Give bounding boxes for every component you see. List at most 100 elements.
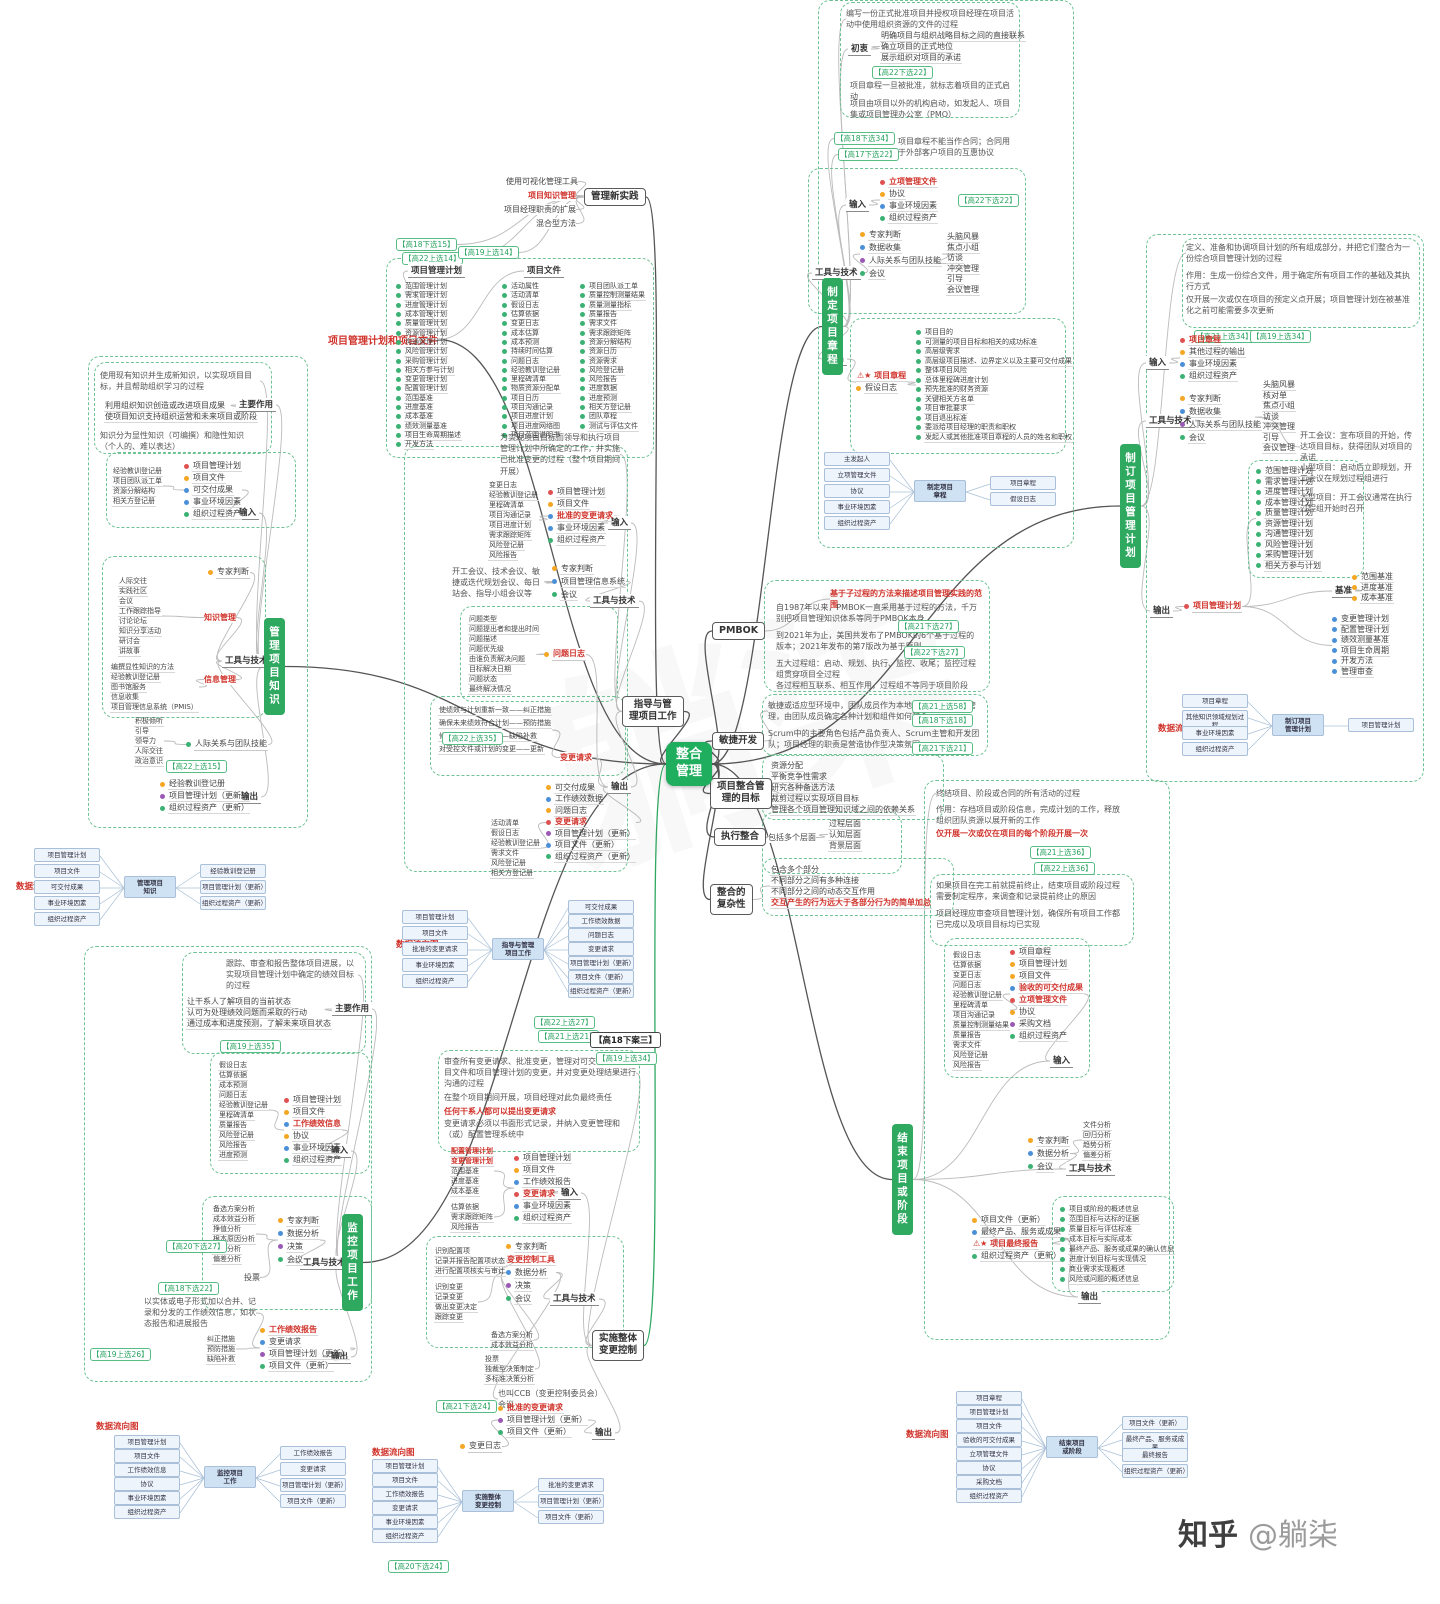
bullet-icon: [1256, 531, 1261, 537]
node-dr-out[interactable]: 输出: [608, 780, 632, 794]
node-cl-tt[interactable]: 工具与技术: [1066, 1162, 1115, 1176]
node-b-goal[interactable]: 项目整合管 理的目标: [710, 778, 772, 809]
node-ch-in[interactable]: 输入: [846, 198, 870, 212]
node-b-charter[interactable]: 制定项目章程: [822, 278, 843, 375]
list-item: 对受控文件或计划的变更——更新: [438, 743, 552, 756]
node-mo-role[interactable]: 主要作用: [332, 1002, 373, 1016]
list-item-label: 回归分析: [1082, 1130, 1112, 1141]
node-b-direct[interactable]: 指导与管 理项目工作: [622, 696, 684, 727]
node-b-close[interactable]: 结束项目或阶段: [892, 1124, 913, 1235]
list-item-label: 质量管理计划: [404, 319, 448, 330]
list-item: 可交付成果: [184, 484, 242, 496]
node-dr-tt[interactable]: 工具与技术: [590, 594, 639, 608]
node-mo-in[interactable]: 输入: [328, 1144, 352, 1158]
node-b-new[interactable]: 管理新实践: [584, 188, 646, 207]
node-pl-in[interactable]: 输入: [1146, 356, 1170, 370]
node-mo-out[interactable]: 输出: [328, 1350, 352, 1364]
node-ic-tag3[interactable]: 【高18下案三】: [590, 1032, 661, 1048]
node-ic-tag1[interactable]: 【高22上选27】: [534, 1016, 595, 1029]
node-ic-tag2[interactable]: 【高21上选21】: [538, 1030, 599, 1043]
node-dr-issue[interactable]: 问题日志: [544, 648, 586, 661]
node-b-agile[interactable]: 敏捷开发: [712, 732, 765, 751]
node-kn-tag1[interactable]: 【高22上选15】: [166, 760, 227, 773]
node-new-tag3[interactable]: 【高19上选14】: [458, 246, 519, 259]
node-pl-out[interactable]: 输出: [1150, 604, 1174, 618]
node-ic-tt[interactable]: 工具与技术: [550, 1292, 599, 1306]
list-item-label: 资源管理计划: [1264, 518, 1314, 530]
node-root[interactable]: 整合 管理: [666, 742, 713, 786]
node-dr-cr[interactable]: 变更请求: [560, 752, 592, 763]
list-item-label: 项目团队派工单: [112, 476, 163, 487]
node-b-exec[interactable]: 执行整合: [714, 828, 767, 847]
list-item: 独裁型决策制定: [484, 1364, 535, 1375]
node-kn-tt[interactable]: 工具与技术: [222, 654, 271, 668]
node-b-complex[interactable]: 整合的 复杂性: [710, 884, 753, 915]
bullet-icon: [1256, 468, 1261, 474]
node-b-plan[interactable]: 制订项目管理计划: [1120, 444, 1141, 568]
node-kn-in[interactable]: 输入: [236, 506, 260, 520]
list-item: 问题优先级: [468, 644, 540, 655]
node-ag-tag2[interactable]: 【高18下选18】: [912, 714, 973, 727]
node-mo-tag4[interactable]: 【高20下选27】: [166, 1240, 227, 1253]
node-new-4[interactable]: 混合型方法: [536, 218, 576, 229]
list-item-label: 引导: [1262, 432, 1280, 444]
node-ag-tag1[interactable]: 【高21上选58】: [912, 700, 973, 713]
node-tbl-h1[interactable]: 项目管理计划: [408, 264, 466, 278]
node-ch-tag4[interactable]: 【高22下选22】: [958, 194, 1019, 207]
node-new-2[interactable]: 项目知识管理: [528, 190, 576, 201]
node-pl-tag1[interactable]: 【高21上选34】: [1194, 330, 1255, 343]
node-mo-tag3[interactable]: 【高19上选26】: [90, 1348, 151, 1361]
list-item-label: 高层级项目描述、边界定义以及主要可交付成果: [924, 356, 1073, 367]
node-ch-tag3[interactable]: 【高17下选22】: [838, 148, 899, 161]
node-pm-tag2[interactable]: 【高22下选27】: [904, 646, 965, 659]
node-new-3[interactable]: 项目经理职责的扩展: [504, 204, 576, 215]
node-mo-vote[interactable]: 投票: [244, 1272, 260, 1283]
node-ic-changelog[interactable]: 变更日志: [460, 1440, 502, 1453]
node-tbl-h2[interactable]: 项目文件: [524, 264, 565, 278]
node-mo-tag2[interactable]: 【高18下选22】: [158, 1282, 219, 1295]
node-dr-in[interactable]: 输入: [608, 516, 632, 530]
list-item-label: 问题状态: [468, 674, 498, 685]
node-kn-tt2[interactable]: 知识管理: [204, 612, 236, 623]
node-pl-tag2[interactable]: 【高19上选34】: [1250, 330, 1311, 343]
node-ic-tag4[interactable]: 【高19上选34】: [596, 1052, 657, 1065]
node-b-monitor[interactable]: 监控项目工作: [342, 1214, 363, 1311]
node-ic-out[interactable]: 输出: [592, 1426, 616, 1440]
node-kn-tt3[interactable]: 信息管理: [204, 674, 236, 685]
list-item: 质量报告: [952, 1030, 1010, 1041]
node-cl-tag1[interactable]: 【高21上选36】: [1030, 846, 1091, 859]
node-dr-tag1[interactable]: 【高22上选35】: [442, 732, 503, 745]
node-kn-tt4[interactable]: 人际关系与团队技能: [186, 738, 268, 751]
node-mo-tt[interactable]: 工具与技术: [300, 1256, 349, 1270]
node-b-change[interactable]: 实施整体 变更控制: [592, 1330, 645, 1361]
node-kn-role[interactable]: 主要作用: [236, 398, 277, 412]
node-ch-role[interactable]: 初衷: [848, 42, 872, 56]
list-item: 配置管理计划: [1332, 625, 1390, 636]
list-item-label: 问题日志: [554, 805, 588, 817]
node-ic-in[interactable]: 输入: [558, 1186, 582, 1200]
list-item-label: 趋势分析: [1082, 1140, 1112, 1151]
node-b-pmbok[interactable]: PMBOK: [712, 622, 766, 641]
node-cl-in[interactable]: 输入: [1050, 1054, 1074, 1068]
list-item-label: 质量管理计划: [1264, 508, 1314, 520]
node-mo-tag1[interactable]: 【高19上选35】: [220, 1040, 281, 1053]
node-pl-base[interactable]: 基准: [1332, 584, 1356, 598]
node-ic-tag5[interactable]: 【高21下选24】: [436, 1400, 497, 1413]
node-pl-outmain[interactable]: 项目管理计划: [1184, 600, 1242, 613]
node-cl-out[interactable]: 输出: [1078, 1290, 1102, 1304]
node-cl-tag2[interactable]: 【高22上选36】: [1034, 862, 1095, 875]
node-kn-tt1[interactable]: 专家判断: [208, 566, 250, 579]
node-ex-t[interactable]: 包括多个层面: [768, 832, 816, 843]
node-ch-tag1[interactable]: 【高22下选22】: [872, 66, 933, 79]
node-new-tag1[interactable]: 【高18下选15】: [396, 238, 457, 251]
node-ch-tag2[interactable]: 【高18下选34】: [834, 132, 895, 145]
node-b-knowledge[interactable]: 管理项目知识: [264, 618, 285, 715]
node-kn-out[interactable]: 输出: [238, 790, 262, 804]
node-new-1[interactable]: 使用可视化管理工具: [506, 176, 578, 187]
list-item: 进度管理计划: [1256, 487, 1322, 499]
node-label: 人际关系与团队技能: [194, 738, 268, 751]
node-pm-tag1[interactable]: 【高21下选27】: [898, 620, 959, 633]
node-ag-tag3[interactable]: 【高21下选21】: [912, 742, 973, 755]
list-item-label: 协议: [292, 1131, 310, 1142]
node-ic-tag6[interactable]: 【高20下选24】: [388, 1560, 449, 1573]
